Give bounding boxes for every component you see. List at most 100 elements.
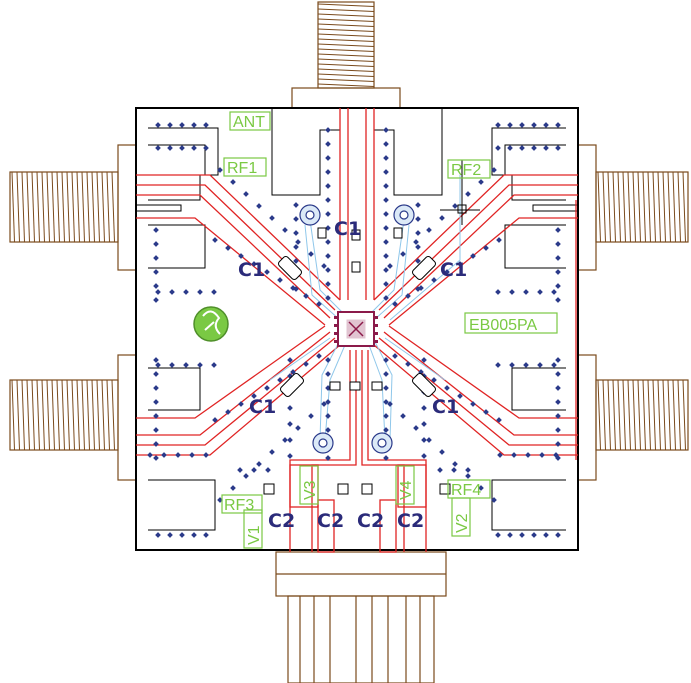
via: [555, 532, 561, 538]
via: [153, 455, 159, 461]
via: [483, 245, 489, 251]
via: [325, 155, 331, 161]
via: [230, 179, 236, 185]
via: [415, 286, 421, 292]
board-logo-icon: [193, 306, 229, 342]
via: [509, 362, 515, 368]
via: [203, 452, 209, 458]
connector-thread-line: [657, 379, 661, 451]
via: [457, 393, 463, 399]
connector-right-rf4: [577, 354, 689, 481]
via: [383, 127, 389, 133]
connector-thread-line: [96, 171, 100, 243]
via: [197, 289, 203, 295]
via: [153, 297, 159, 303]
connector-thread-line: [66, 171, 70, 243]
via: [392, 301, 398, 307]
via: [325, 141, 331, 147]
via: [491, 497, 497, 503]
via: [439, 449, 445, 455]
via: [293, 244, 299, 250]
via: [507, 145, 513, 151]
via: [153, 283, 159, 289]
via: [153, 269, 159, 275]
connector-thread-line: [317, 83, 375, 87]
via: [321, 263, 327, 269]
via: [555, 357, 561, 363]
via: [415, 202, 421, 208]
via: [523, 362, 529, 368]
via: [189, 452, 195, 458]
connector-thread-line: [637, 171, 641, 243]
via: [470, 253, 476, 259]
connector-thread-line: [617, 171, 621, 243]
silkscreen-boxes: [221, 111, 558, 549]
via: [415, 244, 421, 250]
via: [203, 145, 209, 151]
via: [293, 202, 299, 208]
via: [287, 357, 293, 363]
via: [383, 455, 389, 461]
via: [555, 283, 561, 289]
connector-thread-line: [317, 58, 375, 62]
connector-thread-line: [612, 171, 616, 243]
via: [495, 289, 501, 295]
via: [308, 413, 314, 419]
via: [325, 253, 331, 259]
label-c2-2: C2: [317, 510, 344, 532]
via: [555, 227, 561, 233]
via: [383, 239, 389, 245]
via: [211, 362, 217, 368]
connector-thread-line: [317, 73, 375, 77]
connector-thread-line: [96, 379, 100, 451]
via: [491, 167, 497, 173]
connector-thread-line: [637, 379, 641, 451]
via: [496, 417, 502, 423]
connector-thread-line: [317, 38, 375, 42]
label-v2: V2: [454, 513, 471, 533]
ic-chip-icon: [334, 311, 378, 347]
via: [225, 245, 231, 251]
via: [537, 362, 543, 368]
connector-thread-line: [61, 379, 65, 451]
via: [325, 357, 331, 363]
via: [387, 263, 393, 269]
via: [478, 485, 484, 491]
via: [387, 401, 393, 407]
connector-thread-line: [652, 379, 656, 451]
connector-thread-line: [71, 171, 75, 243]
via: [264, 385, 270, 391]
via: [167, 122, 173, 128]
via: [153, 427, 159, 433]
via: [507, 532, 513, 538]
connector-thread-line: [317, 23, 375, 27]
via: [543, 532, 549, 538]
connector-thread-line: [622, 171, 626, 243]
connector-thread-line: [91, 171, 95, 243]
via: [551, 289, 557, 295]
via: [421, 421, 427, 427]
connector-thread-line: [76, 379, 80, 451]
via: [183, 289, 189, 295]
via: [383, 183, 389, 189]
via: [155, 122, 161, 128]
label-c2-3: C2: [357, 510, 384, 532]
via: [203, 122, 209, 128]
via: [383, 211, 389, 217]
label-rf2: RF2: [451, 162, 481, 179]
connector-thread-line: [61, 171, 65, 243]
via: [426, 227, 432, 233]
connector-thread-line: [46, 379, 50, 451]
via: [212, 417, 218, 423]
connector-thread-line: [642, 171, 646, 243]
via: [230, 485, 236, 491]
via: [325, 385, 331, 391]
label-ant: ANT: [233, 114, 265, 131]
label-rf1: RF1: [227, 160, 257, 177]
via: [293, 216, 299, 222]
fiducial-marker: [440, 160, 480, 225]
via: [269, 215, 275, 221]
connector-thread-line: [627, 171, 631, 243]
via: [509, 289, 515, 295]
connector-thread-line: [662, 379, 666, 451]
